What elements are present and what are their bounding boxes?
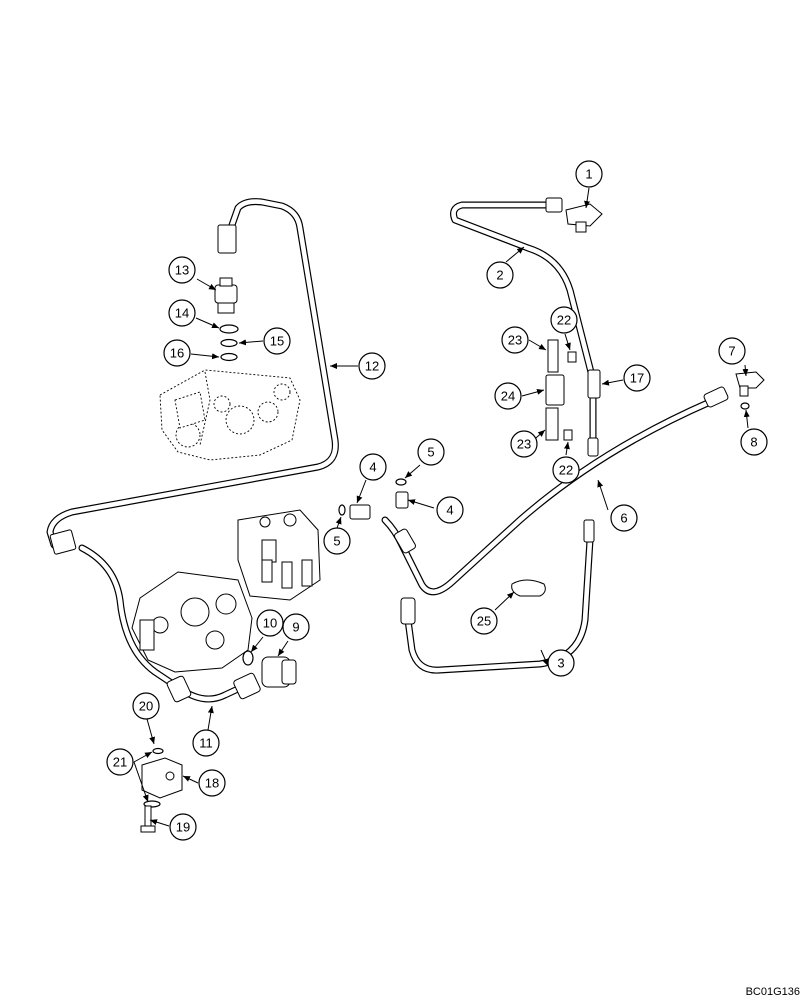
callout-16: 16 (163, 339, 191, 367)
fitting-9 (261, 656, 297, 688)
callout-17: 17 (623, 364, 651, 392)
svg-text:8: 8 (750, 435, 757, 450)
svg-text:11: 11 (199, 736, 213, 751)
callout-18: 18 (198, 769, 226, 797)
tee-fitting-1 (565, 203, 603, 233)
svg-text:22: 22 (559, 463, 573, 478)
callouts: 1 2 3 4 4 5 5 6 7 8 9 10 11 12 13 14 15 … (106, 160, 768, 841)
callout-8: 8 (740, 428, 768, 456)
callout-7: 7 (718, 337, 746, 365)
callout-13: 13 (168, 256, 196, 284)
o-ring-10 (242, 650, 254, 666)
fitting-13 (214, 277, 238, 314)
svg-text:18: 18 (205, 776, 219, 791)
svg-text:2: 2 (496, 268, 503, 283)
tee-fitting-7 (735, 371, 765, 397)
callout-19: 19 (169, 813, 197, 841)
callout-1: 1 (575, 160, 603, 188)
callout-23-top: 23 (501, 326, 529, 354)
block-18 (141, 757, 183, 799)
callout-14: 14 (168, 299, 196, 327)
svg-text:20: 20 (139, 699, 153, 714)
elbow-fitting-4-left (349, 504, 371, 520)
callout-11: 11 (192, 729, 220, 757)
svg-text:23: 23 (517, 437, 531, 452)
svg-text:13: 13 (175, 263, 189, 278)
svg-text:15: 15 (270, 334, 284, 349)
callout-15: 15 (263, 327, 291, 355)
o-ring-15 (220, 338, 238, 348)
svg-text:22: 22 (557, 313, 571, 328)
washer-21 (143, 800, 161, 808)
svg-text:5: 5 (427, 445, 434, 460)
callout-5-left: 5 (323, 527, 351, 555)
svg-text:17: 17 (630, 371, 644, 386)
callout-23-bottom: 23 (510, 430, 538, 458)
callout-22-top: 22 (550, 306, 578, 334)
tube-6 (381, 386, 729, 596)
tube-11 (78, 544, 261, 703)
callout-6: 6 (610, 504, 638, 532)
clip-25 (511, 579, 546, 597)
leader-lines (133, 187, 750, 827)
connector-23-bottom (545, 407, 559, 441)
o-ring-5-right (395, 478, 407, 486)
drawing-code: BC01G136 (745, 986, 800, 998)
callout-25: 25 (470, 607, 498, 635)
o-ring-14 (219, 324, 239, 334)
callout-21: 21 (106, 748, 134, 776)
svg-text:16: 16 (170, 346, 184, 361)
connector-23-top (547, 339, 559, 373)
svg-text:21: 21 (113, 755, 127, 770)
coupler-24 (545, 374, 565, 406)
svg-text:19: 19 (176, 820, 190, 835)
fitting-4-right (395, 491, 409, 509)
svg-text:14: 14 (175, 306, 189, 321)
callout-3: 3 (547, 649, 575, 677)
svg-text:9: 9 (292, 620, 299, 635)
callout-2: 2 (486, 261, 514, 289)
tube-2 (450, 197, 599, 457)
svg-text:23: 23 (508, 333, 522, 348)
washer-20 (152, 747, 164, 755)
o-ring-5-left (338, 504, 346, 516)
svg-text:12: 12 (365, 359, 379, 374)
control-valve-lower (131, 509, 321, 673)
callout-5-right: 5 (417, 438, 445, 466)
callout-24: 24 (494, 382, 522, 410)
svg-text:4: 4 (369, 460, 376, 475)
callout-22-bottom: 22 (552, 456, 580, 484)
control-valve-upper (159, 369, 301, 461)
o-ring-8 (740, 402, 750, 410)
bolt-19 (140, 805, 156, 833)
svg-text:25: 25 (477, 614, 491, 629)
svg-text:6: 6 (620, 511, 627, 526)
callout-9: 9 (282, 613, 310, 641)
o-ring-16 (220, 352, 238, 362)
svg-text:1: 1 (585, 167, 592, 182)
svg-text:5: 5 (333, 534, 340, 549)
svg-text:7: 7 (728, 344, 735, 359)
callout-20: 20 (132, 692, 160, 720)
screw-22-top (567, 351, 577, 363)
svg-text:3: 3 (557, 656, 564, 671)
bracket-17 (587, 369, 601, 399)
callout-4-right: 4 (436, 496, 464, 524)
svg-text:24: 24 (501, 389, 515, 404)
callout-10: 10 (256, 609, 284, 637)
svg-text:10: 10 (263, 616, 277, 631)
callout-12: 12 (358, 352, 386, 380)
svg-text:4: 4 (446, 503, 453, 518)
callout-4-left: 4 (359, 453, 387, 481)
tube-12 (46, 198, 339, 555)
screw-22-bottom (563, 429, 573, 441)
hose-3 (400, 519, 595, 674)
